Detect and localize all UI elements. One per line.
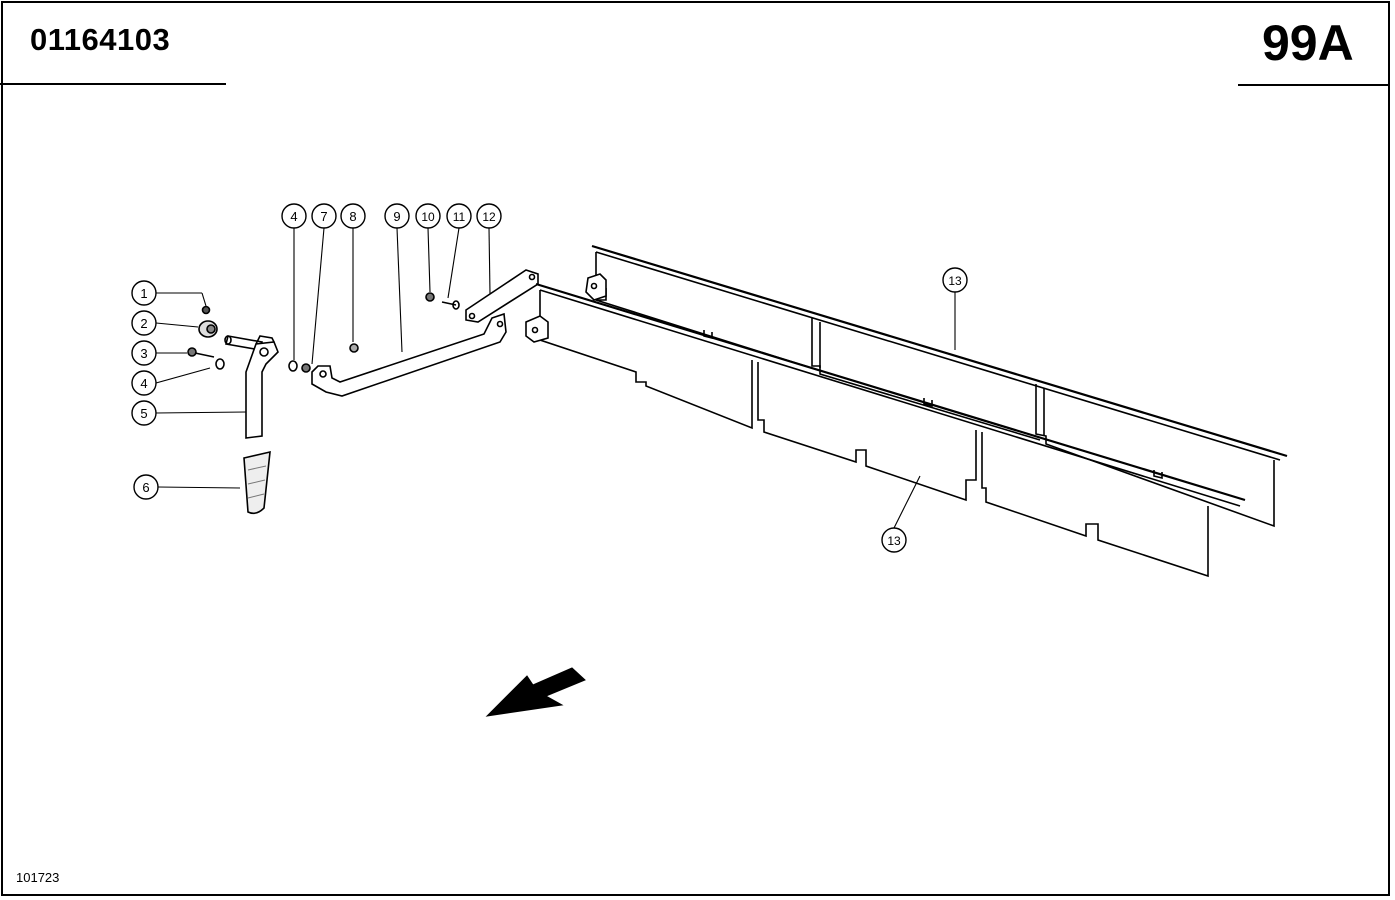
svg-text:8: 8 [349,209,356,224]
svg-text:13: 13 [948,274,962,288]
svg-text:7: 7 [320,209,327,224]
callout-c11: 11 [446,203,472,229]
callout-c2: 2 [131,310,157,336]
part-7-nut [301,363,311,373]
part-9-arm [311,312,507,397]
svg-text:4: 4 [290,209,297,224]
svg-text:3: 3 [140,346,147,361]
svg-text:10: 10 [421,210,435,224]
callout-c8: 8 [340,203,366,229]
callout-c3: 3 [131,340,157,366]
svg-text:2: 2 [140,316,147,331]
header-rule-left [0,83,226,85]
part-8-nut [349,343,359,353]
svg-text:12: 12 [482,210,496,224]
drawing-reference: 101723 [16,870,60,885]
callout-c9: 9 [384,203,410,229]
part-5-bracket [245,335,279,439]
part-13-cover-front [525,282,1246,578]
svg-text:9: 9 [393,209,400,224]
page-code: 99A [1262,15,1354,71]
svg-text:13: 13 [887,534,901,548]
leader-lines [155,227,956,529]
part-6-rubber-pad [243,450,271,515]
callout-c6: 6 [133,474,159,500]
callout-c4a: 4 [131,370,157,396]
callout-c5: 5 [131,400,157,426]
part-3-bolt [187,347,215,358]
part-10-nut [425,292,435,302]
callout-c7: 7 [311,203,337,229]
part-1-nut [201,305,211,315]
callout-c13a: 13 [942,267,968,293]
part-11-bolt [441,300,460,310]
header-rule-right [1238,84,1390,86]
svg-text:6: 6 [142,480,149,495]
part-4-washer [215,358,225,370]
part-12-link [465,269,539,323]
document-number: 01164103 [30,22,171,57]
callout-c4b: 4 [281,203,307,229]
callout-c13b: 13 [881,527,907,553]
part-2-bushing [198,320,218,338]
svg-text:5: 5 [140,406,147,421]
callout-c12: 12 [476,203,502,229]
svg-text:11: 11 [453,210,466,224]
part-4-washer-second [288,360,298,372]
callout-c10: 10 [415,203,441,229]
direction-arrow [485,667,586,717]
callout-c1: 1 [131,280,157,306]
svg-text:4: 4 [140,376,147,391]
svg-text:1: 1 [140,286,147,301]
part-13-cover-rear [585,244,1288,528]
